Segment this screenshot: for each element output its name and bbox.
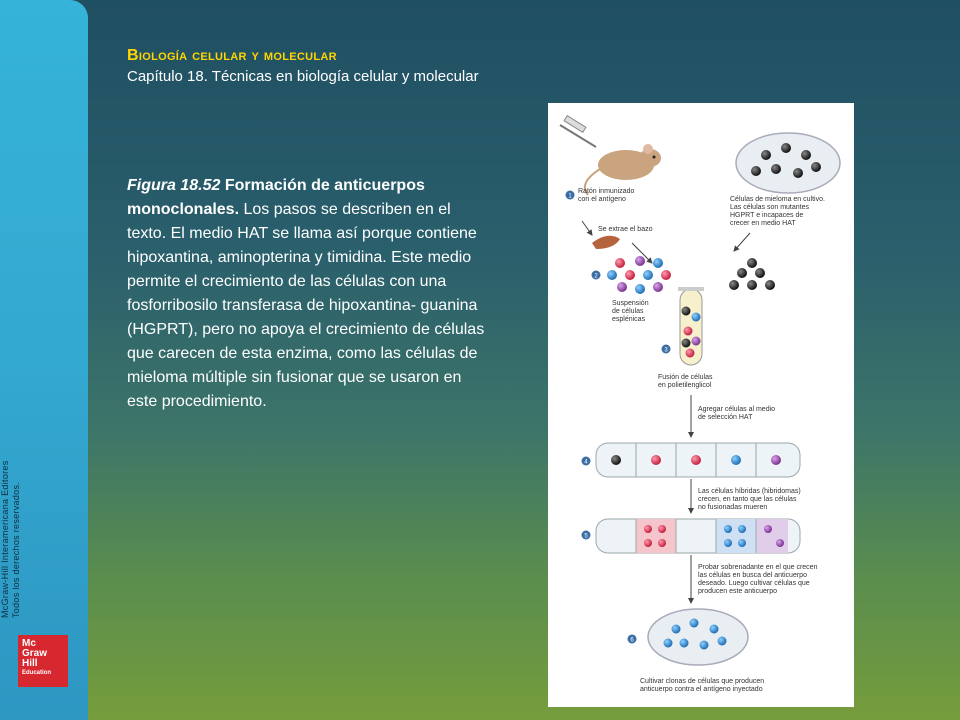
logo-line-4: Education (22, 670, 52, 676)
figure-caption: Figura 18.52 Formación de anticuerpos mo… (127, 174, 492, 414)
monoclonal-antibody-figure: 1 Ratón inmunizado con el antígeno Célul… (548, 103, 854, 707)
myeloma-label-b: Las células son mutantes (730, 204, 809, 211)
fusion-label-a: Fusión de células (658, 374, 713, 381)
page-subtitle: Capítulo 18. Técnicas en biología celula… (127, 68, 479, 85)
copyright-text: McGraw-Hill Interamericana Editores Todo… (0, 298, 22, 618)
copyright-line-2: Todos los derechos reservados. (11, 481, 21, 618)
suspension-label-c: esplénicas (612, 316, 646, 323)
hybrid-label-c: no fusionadas mueren (698, 504, 767, 511)
hybridoma-plate (595, 518, 801, 554)
hat-selection-plate (595, 442, 801, 478)
sidebar: McGraw-Hill Interamericana Editores Todo… (0, 0, 88, 720)
spleen-icon (592, 235, 620, 249)
svg-text:5: 5 (584, 534, 588, 540)
step-badge-1: 1 (565, 190, 575, 200)
mouse-icon (584, 144, 661, 196)
step-badge-6: 6 (627, 634, 637, 644)
figure-title: Formación de anticuerpos monoclonales. (127, 177, 425, 218)
svg-text:3: 3 (664, 348, 668, 354)
probe-label-d: producen este anticuerpo (698, 588, 777, 595)
hybrid-label-a: Las células híbridas (hibridomas) (698, 488, 801, 495)
step-badge-4: 4 (581, 456, 591, 466)
svg-text:1: 1 (568, 194, 572, 200)
svg-text:6: 6 (630, 638, 634, 644)
clone-label-a: Cultivar clonas de células que producen (640, 678, 764, 685)
logo-line-1: Mc (22, 638, 36, 649)
figure-illustration: 1 Ratón inmunizado con el antígeno Célul… (559, 114, 841, 693)
spleen-cells (607, 256, 671, 294)
logo-line-2: Graw (22, 648, 48, 659)
spleen-label: Se extrae el bazo (598, 226, 653, 233)
probe-label-c: deseado. Luego cultivar células que (698, 580, 810, 587)
test-tube-icon (678, 287, 704, 366)
mcgraw-hill-logo: Mc Graw Hill Education (18, 635, 68, 687)
probe-label-b: las células en busca del anticuerpo (698, 572, 807, 579)
fusion-label-b: en polietilenglicol (658, 382, 712, 389)
hat-label-b: de selección HAT (698, 414, 753, 421)
svg-text:2: 2 (594, 274, 598, 280)
step-badge-5: 5 (581, 530, 591, 540)
syringe-icon (559, 114, 597, 148)
step-badge-2: 2 (591, 270, 601, 280)
copyright-line-1: McGraw-Hill Interamericana Editores (0, 460, 10, 618)
myeloma-label-c: HGPRT e incapaces de (730, 212, 803, 219)
myeloma-label-a: Células de mieloma en cultivo. (730, 196, 825, 203)
step1-label-a: Ratón inmunizado (578, 188, 635, 195)
myeloma-cells (729, 258, 775, 290)
page-title: Biología celular y molecular (127, 47, 337, 64)
hybrid-label-b: crecen, en tanto que las células (698, 496, 797, 503)
clone-label-b: anticuerpo contra el antígeno inyectado (640, 686, 763, 693)
probe-label-a: Probar sobrenadante en el que crecen (698, 564, 818, 571)
logo-line-3: Hill (22, 658, 38, 669)
caption-body: Los pasos se describen en el texto. El m… (127, 201, 485, 410)
hat-label-a: Agregar células al medio (698, 406, 775, 413)
suspension-label-a: Suspensión (612, 300, 649, 307)
step-badge-3: 3 (661, 344, 671, 354)
suspension-label-b: de células (612, 308, 644, 315)
svg-text:4: 4 (584, 460, 588, 466)
figure-label: Figura 18.52 (127, 177, 221, 194)
step1-label-b: con el antígeno (578, 196, 626, 203)
clone-petri-dish-icon (647, 608, 749, 666)
myeloma-label-d: crecer en medio HAT (730, 220, 796, 227)
myeloma-petri-dish-icon (735, 132, 841, 194)
